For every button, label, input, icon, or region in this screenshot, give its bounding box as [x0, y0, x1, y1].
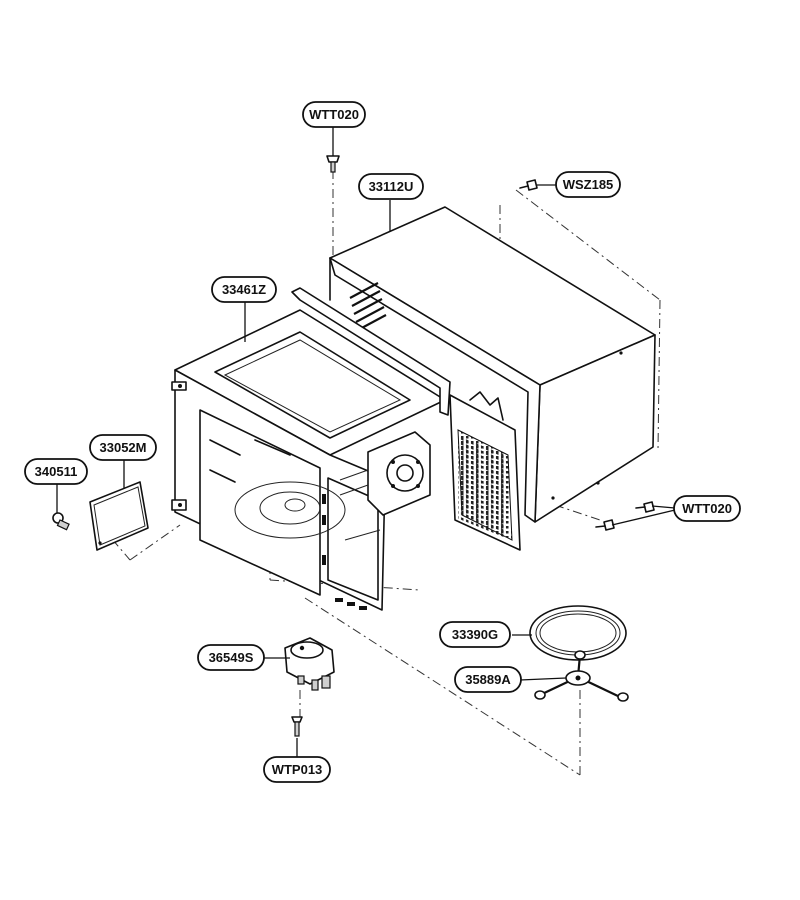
callout-labels: WTT020 33112U WSZ185 33461Z 33052M 34051…: [24, 101, 741, 783]
svg-text:33112U: 33112U: [369, 179, 414, 194]
callout-340511: 340511: [24, 458, 88, 485]
leader-lines: [56, 127, 676, 758]
roller-support-35889a: [534, 650, 629, 702]
svg-text:33390G: 33390G: [452, 627, 498, 642]
svg-text:35889A: 35889A: [465, 672, 511, 687]
callout-35889a: 35889A: [454, 666, 522, 693]
svg-text:340511: 340511: [35, 464, 78, 479]
callout-33461z: 33461Z: [211, 276, 277, 303]
callout-33052m: 33052M: [89, 434, 157, 461]
cover-plate-33052m: [89, 481, 149, 551]
callout-wsz185: WSZ185: [555, 171, 621, 198]
rear-panel: [449, 391, 521, 551]
callout-wtt020-right: WTT020: [673, 495, 741, 522]
svg-text:36549S: 36549S: [209, 650, 254, 665]
svg-text:WSZ185: WSZ185: [563, 177, 614, 192]
screw-wtt020-top: [326, 155, 340, 173]
turntable-motor-36549s: [284, 637, 335, 691]
motor-assembly: [339, 431, 431, 541]
svg-text:33461Z: 33461Z: [222, 282, 266, 297]
screw-wsz185: [519, 179, 538, 191]
outer-case: [329, 206, 656, 523]
callout-wtp013: WTP013: [263, 756, 331, 783]
svg-text:WTP013: WTP013: [272, 762, 323, 777]
svg-text:WTT020: WTT020: [309, 107, 359, 122]
callout-33390g: 33390G: [439, 621, 511, 648]
screw-wtp013: [291, 716, 303, 737]
callout-33112u: 33112U: [358, 173, 424, 200]
svg-text:WTT020: WTT020: [682, 501, 732, 516]
screw-340511: [52, 512, 70, 531]
callout-wtt020-top: WTT020: [302, 101, 366, 128]
callout-36549s: 36549S: [197, 644, 265, 671]
screws-wtt020-right: [595, 501, 655, 531]
svg-text:33052M: 33052M: [100, 440, 147, 455]
inner-cavity-frame: [171, 287, 451, 611]
